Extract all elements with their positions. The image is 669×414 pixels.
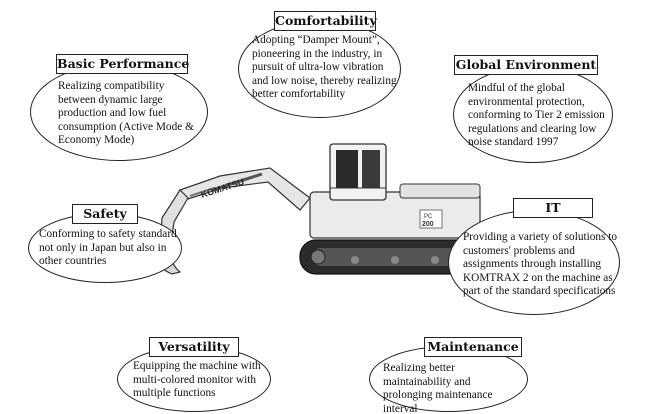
safety-ellipse: Conforming to safety standard not only i… [28, 213, 182, 283]
versatility-label: Versatility [149, 337, 239, 357]
excavator-illustration: KOMATSU PC 200 [153, 143, 490, 275]
maintenance-description: Realizing better maintainability and pro… [383, 362, 493, 414]
global-environment-label: Global Environment [454, 55, 598, 75]
excavator-track [299, 239, 490, 275]
basic-performance-label: Basic Performance [56, 54, 189, 74]
model-text-top: PC [424, 214, 433, 220]
versatility-description: Equipping the machine with multi-colored… [133, 360, 261, 400]
basic-performance-description: Realizing compatibility between dynamic … [58, 80, 194, 147]
global-environment-description: Mindful of the global environmental prot… [468, 82, 605, 149]
it-label: IT [513, 198, 593, 218]
safety-label: Safety [72, 204, 138, 224]
comfortability-description: Adopting “Damper Mount”, pioneering in t… [252, 34, 397, 101]
safety-description: Conforming to safety standard not only i… [39, 228, 177, 268]
basic-performance-ellipse: Realizing compatibility between dynamic … [30, 63, 208, 161]
comfortability-label: Comfortability [274, 11, 377, 31]
it-ellipse: Providing a variety of solutions to cust… [448, 210, 620, 315]
maintenance-label: Maintenance [424, 337, 522, 357]
comfortability-ellipse: Adopting “Damper Mount”, pioneering in t… [238, 20, 401, 118]
model-text-bottom: 200 [422, 221, 434, 228]
excavator-body: KOMATSU PC 200 [200, 143, 481, 239]
global-environment-ellipse: Mindful of the global environmental prot… [453, 66, 613, 163]
it-description: Providing a variety of solutions to cust… [463, 231, 618, 298]
